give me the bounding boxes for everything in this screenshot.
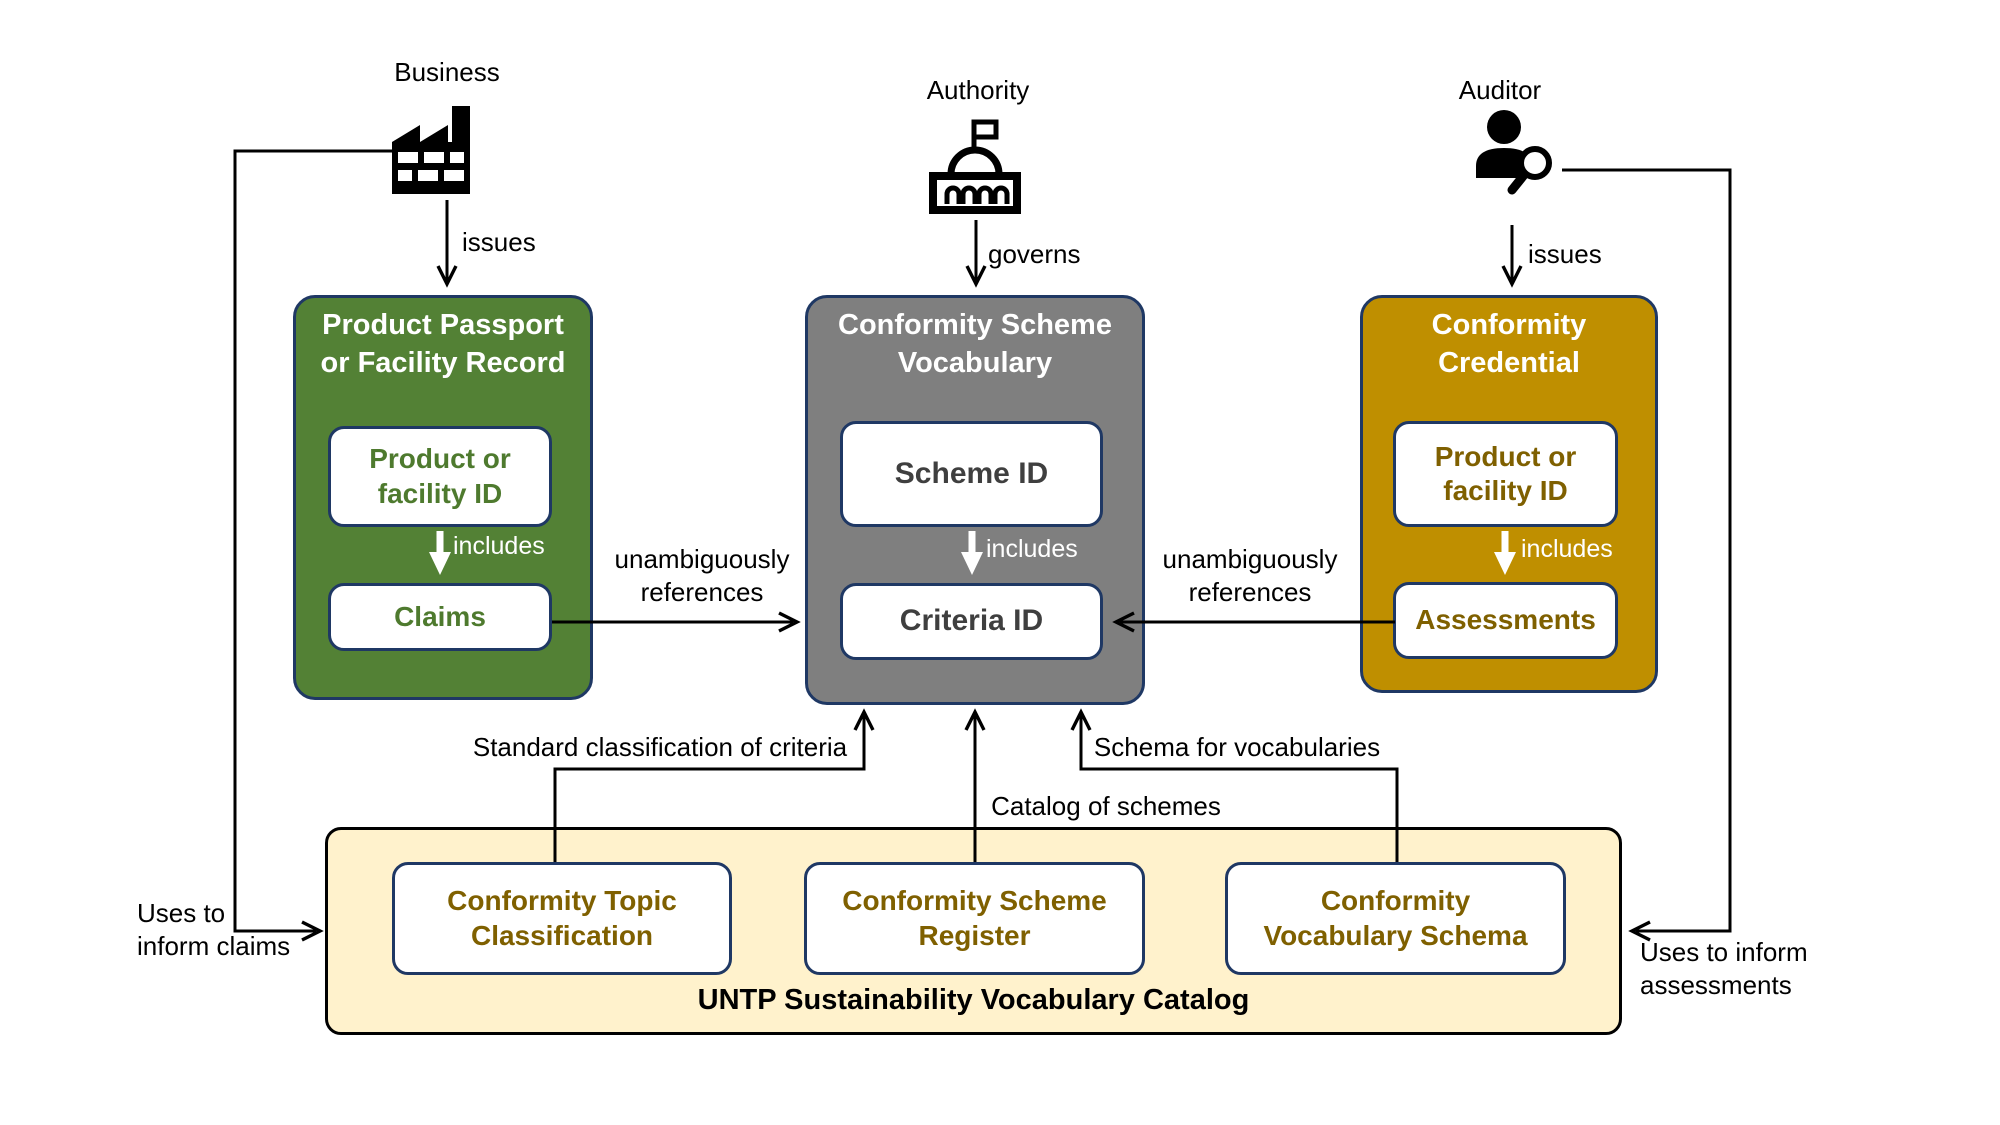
references-left-label: unambiguously references xyxy=(614,544,790,607)
product-or-facility-id-box: Product or facility ID xyxy=(328,426,552,527)
scheme-vocabulary-title: Conformity Scheme Vocabulary xyxy=(838,309,1112,379)
catalog-title: UNTP Sustainability Vocabulary Catalog xyxy=(697,984,1250,1016)
conformity-vocabulary-schema-box: Conformity Vocabulary Schema xyxy=(1225,862,1566,975)
product-passport-title: Product Passport or Facility Record xyxy=(320,309,566,379)
conformity-topic-classification-box: Conformity Topic Classification xyxy=(392,862,732,975)
authority-label: Authority xyxy=(926,75,1030,105)
uses-inform-assessments-label: Uses to inform assessments xyxy=(1640,937,1808,1000)
government-icon xyxy=(929,119,1021,214)
assessments-box: Assessments xyxy=(1393,582,1618,659)
vocabulary-includes-label: includes xyxy=(986,535,1078,563)
standard-classification-label: Standard classification of criteria xyxy=(472,732,848,762)
auditor-label: Auditor xyxy=(1458,75,1542,105)
passport-includes-label: includes xyxy=(453,532,545,560)
scheme-id-box: Scheme ID xyxy=(840,421,1103,527)
criteria-id-box: Criteria ID xyxy=(840,583,1103,660)
credential-product-or-facility-id-box: Product or facility ID xyxy=(1393,421,1618,527)
auditor-issues-label: issues xyxy=(1528,239,1602,269)
factory-icon xyxy=(392,106,470,194)
catalog-of-schemes-label: Catalog of schemes xyxy=(991,791,1221,821)
conformity-scheme-register-box: Conformity Scheme Register xyxy=(804,862,1145,975)
auditor-icon xyxy=(1476,110,1552,195)
claims-box: Claims xyxy=(328,583,552,651)
authority-governs-label: governs xyxy=(988,239,1081,269)
business-label: Business xyxy=(394,57,500,87)
credential-includes-label: includes xyxy=(1521,535,1613,563)
references-right-label: unambiguously references xyxy=(1162,544,1338,607)
schema-for-vocabularies-label: Schema for vocabularies xyxy=(1093,732,1381,762)
conformity-credential-title: Conformity Credential xyxy=(1431,309,1587,379)
uses-inform-claims-label: Uses to inform claims xyxy=(137,898,291,961)
business-issues-label: issues xyxy=(462,227,536,257)
